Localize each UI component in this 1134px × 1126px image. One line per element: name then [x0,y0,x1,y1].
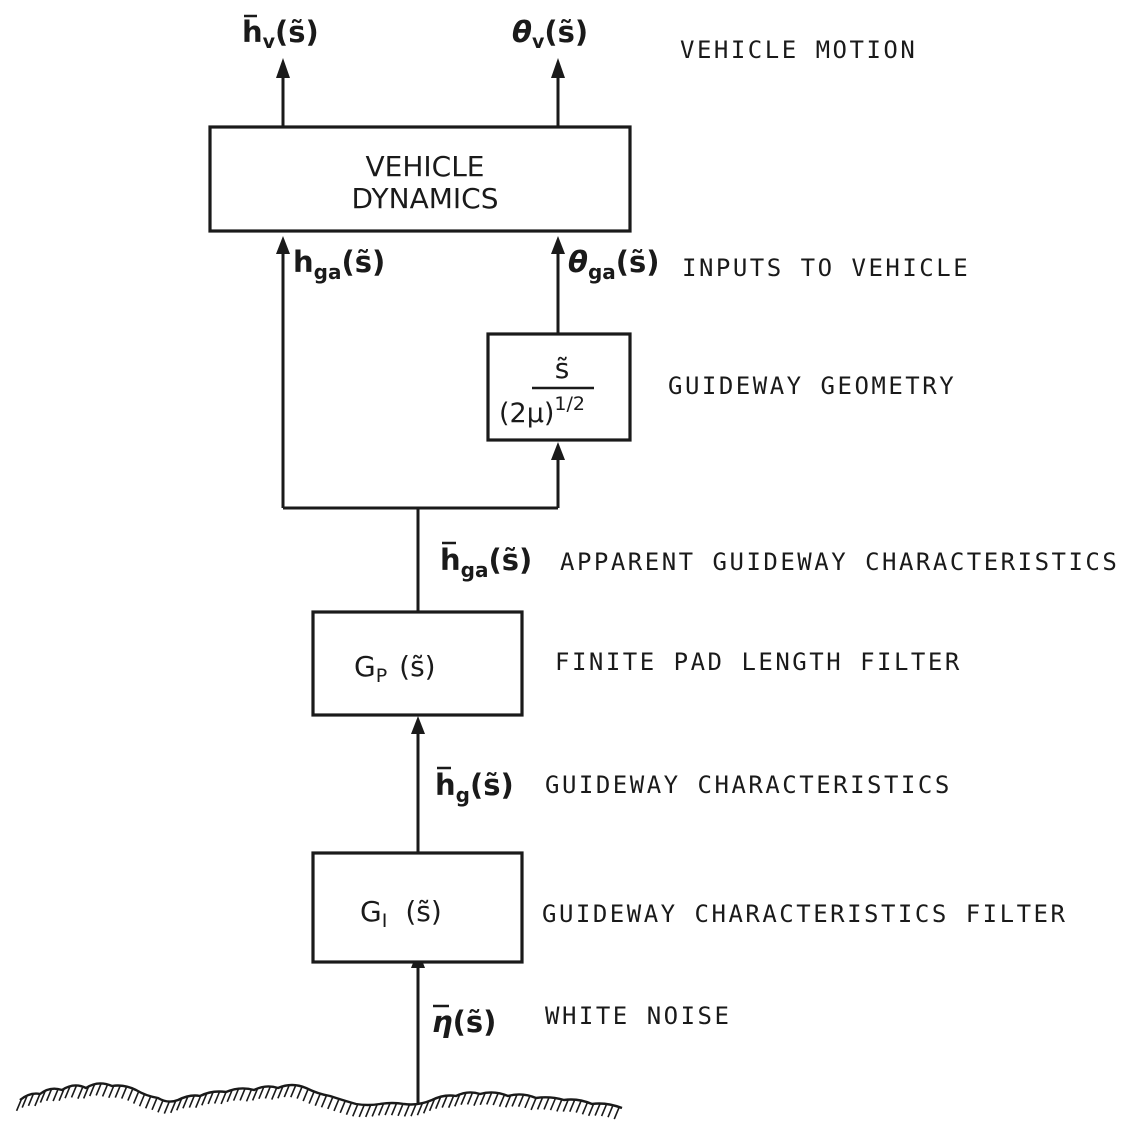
ground-hatch [122,1087,127,1099]
ground-hatch [353,1104,358,1116]
ground-hatch [602,1104,607,1116]
ground-hatch [531,1098,536,1110]
ground-hatch [512,1094,517,1106]
eta-label: η(s̃) [432,1005,496,1039]
ground-hatch [582,1102,587,1114]
ground-hatch [152,1098,157,1110]
ground-hatch [474,1094,479,1106]
theta-ga-arrowhead [551,236,565,254]
ground-hatch [340,1101,345,1113]
ground-hatch [576,1101,581,1113]
ground-hatch [115,1086,120,1098]
ground-hatch [595,1104,600,1116]
h-v-arrowhead [276,58,290,78]
ground-hatch [303,1089,308,1101]
ground-hatch [551,1098,556,1110]
ground-hatch [608,1105,613,1117]
geometry-input-arrowhead [551,442,565,460]
ground-hatch [372,1104,377,1116]
ground-hatch [405,1104,410,1116]
ground-hatch [240,1088,245,1100]
ground-hatch [557,1099,562,1111]
ground-hatch [589,1104,594,1116]
ground-hatch [570,1100,575,1112]
characteristics-filter-caption: GUIDEWAY CHARACTERISTICS FILTER [542,900,1067,928]
ground-hatch [334,1099,339,1111]
ground-hatch [146,1096,151,1108]
ground-hatch [315,1094,320,1106]
ground-hatch [53,1089,58,1101]
theta-v-label: θv(s̃) [512,15,588,53]
ground-hatch [215,1092,220,1104]
ground-hatch [158,1100,163,1112]
ground-hatch [247,1089,252,1101]
ground-hatch [291,1085,296,1097]
ground-hatch [614,1107,619,1119]
ground-symbol [17,1083,622,1119]
ground-hatch [487,1092,492,1104]
ground-hatch [221,1092,226,1104]
ground-hatch [265,1086,270,1098]
ground-hatch [297,1087,302,1099]
ground-hatch [72,1085,77,1097]
geometry-exponent: 1/2 [554,393,585,415]
vehicle-motion-caption: VEHICLE MOTION [680,36,917,64]
ground-hatch [499,1095,504,1107]
inputs-to-vehicle-caption: INPUTS TO VEHICLE [682,254,970,282]
ground-hatch [385,1103,390,1115]
ground-hatch [392,1103,397,1115]
vehicle-dynamics-line1: VEHICLE [366,150,485,183]
ground-hatch [109,1086,114,1098]
ground-hatch [366,1105,371,1117]
ground-hatch [563,1100,568,1112]
ground-hatch [78,1087,83,1099]
ground-hatch [493,1093,498,1105]
ground-hatch [525,1096,530,1108]
geometry-numerator: s̃ [555,352,570,385]
ground-hatch [140,1094,145,1106]
apparent-h-ga-label: hga(s̃) [440,543,532,582]
ground-hatch [35,1094,40,1106]
pad-filter-caption: FINITE PAD LENGTH FILTER [555,648,962,676]
ground-hatch [449,1096,454,1108]
ground-hatch [346,1103,351,1115]
ground-hatch [359,1105,364,1117]
ground-hatch [189,1096,194,1108]
ground-hatch [164,1102,169,1114]
ground-hatch [519,1095,524,1107]
h-g-label: hg(s̃) [435,768,514,807]
guideway-arrowhead [411,716,425,734]
vehicle-dynamics-line2: DYNAMICS [352,182,499,215]
ground-hatch [128,1089,133,1101]
guideway-geometry-caption: GUIDEWAY GEOMETRY [668,372,956,400]
ground-hatch [322,1095,327,1107]
theta-v-arrowhead [551,58,565,78]
h-v-label: hv(s̃) [242,15,319,53]
ground-hatch [272,1088,277,1100]
white-noise-caption: WHITE NOISE [545,1002,731,1030]
ground-hatch [309,1092,314,1104]
ground-hatch [411,1104,416,1116]
h-ga-arrowhead [276,236,290,254]
ground-hatch [96,1083,101,1095]
ground-hatch [17,1099,22,1111]
guideway-characteristics-caption: GUIDEWAY CHARACTERISTICS [545,771,952,799]
apparent-characteristics-caption: APPARENT GUIDEWAY CHARACTERISTICS [560,548,1119,576]
h-ga-label: hga(s̃) [293,245,385,284]
ground-hatch [134,1092,139,1104]
ground-hatch [398,1104,403,1116]
ground-hatch [196,1096,201,1108]
ground-hatch [544,1097,549,1109]
ground-hatch [103,1084,108,1096]
ground-hatch [328,1097,333,1109]
ground-hatch [538,1097,543,1109]
ground-hatch [468,1092,473,1104]
theta-ga-label: θga(s̃) [568,245,660,284]
